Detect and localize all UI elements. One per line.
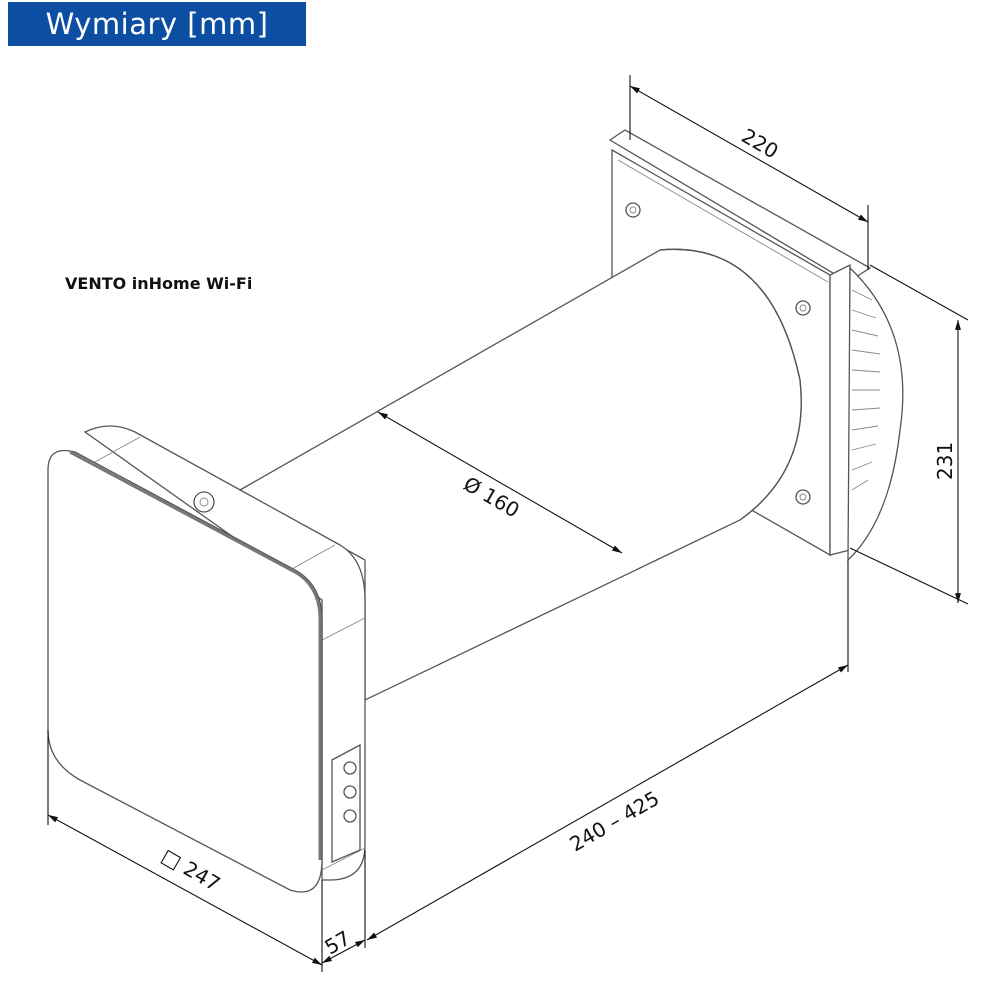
dimension-231: 231 (849, 264, 969, 605)
label-panel-size: □ 247 (158, 844, 225, 897)
model-name: VENTO inHome Wi-Fi (65, 274, 253, 293)
unit-housing (83, 425, 366, 881)
front-panel (47, 449, 323, 893)
page-title: Wymiary [mm] (8, 2, 306, 46)
label-length: 240 – 425 (566, 786, 664, 856)
label-231: 231 (933, 442, 957, 480)
label-panel-depth: 57 (321, 926, 355, 960)
dimension-panel-depth: 57 (321, 926, 366, 964)
label-220: 220 (738, 124, 783, 164)
power-button-icon (193, 491, 215, 513)
